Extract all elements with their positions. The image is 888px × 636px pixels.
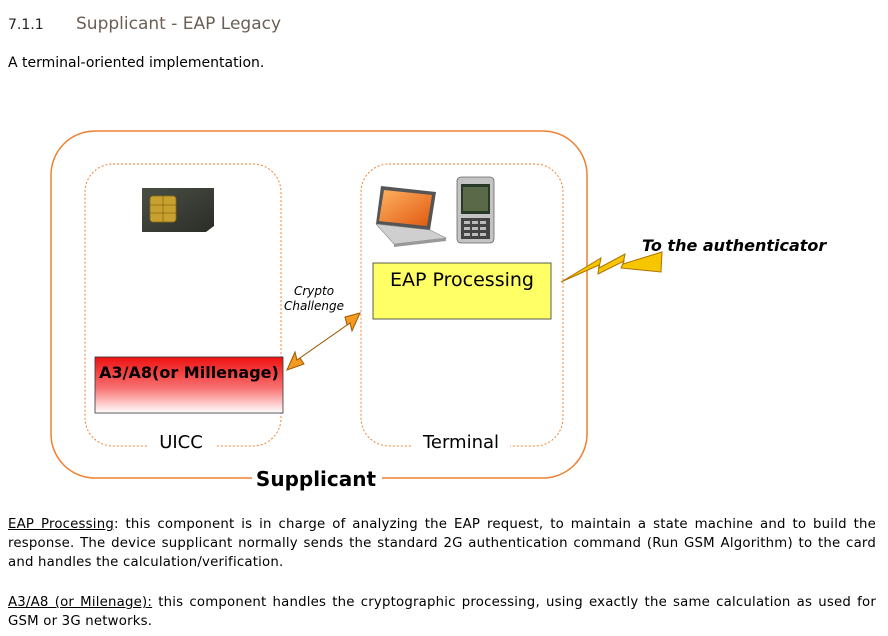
a3a8-label: A3/A8(or Millenage): [99, 363, 279, 382]
terminal-label: Terminal: [422, 432, 499, 453]
crypto-label-line1: Crypto: [294, 284, 334, 298]
supplicant-label-bg: [252, 466, 382, 492]
crypto-label-line2: Challenge: [284, 299, 344, 313]
eap-processing-label: EAP Processing: [390, 269, 534, 291]
laptop-icon: [375, 186, 448, 247]
a3a8-text: this component handles the cryptographic…: [8, 595, 876, 629]
sim-card-icon: [142, 188, 214, 232]
supplicant-label: Supplicant: [256, 467, 377, 491]
terminal-label-bg: [412, 432, 510, 454]
section-heading: 7.1.1 Supplicant - EAP Legacy: [8, 14, 281, 34]
phone-icon: [456, 176, 495, 244]
uicc-box: [84, 163, 282, 447]
intro-text: A terminal-oriented implementation.: [8, 55, 265, 71]
eap-processing-paragraph: EAP Processing: this component is in cha…: [8, 515, 876, 572]
a3a8-term: A3/A8 (or Milenage):: [8, 595, 153, 610]
eap-processing-box: [372, 262, 552, 320]
a3a8-box: [94, 356, 284, 414]
a3a8-paragraph: A3/A8 (or Milenage): this component hand…: [8, 593, 876, 631]
authenticator-label: To the authenticator: [642, 236, 827, 255]
lightning-bolt-icon: [560, 251, 663, 283]
eap-processing-term: EAP Processing: [8, 517, 114, 532]
section-title: Supplicant - EAP Legacy: [76, 14, 282, 34]
uicc-label: UICC: [159, 432, 203, 453]
uicc-label-bg: [148, 432, 216, 454]
eap-processing-text: : this component is in charge of analyzi…: [8, 517, 877, 570]
crypto-double-arrow: [286, 312, 361, 371]
section-number: 7.1.1: [8, 17, 44, 33]
